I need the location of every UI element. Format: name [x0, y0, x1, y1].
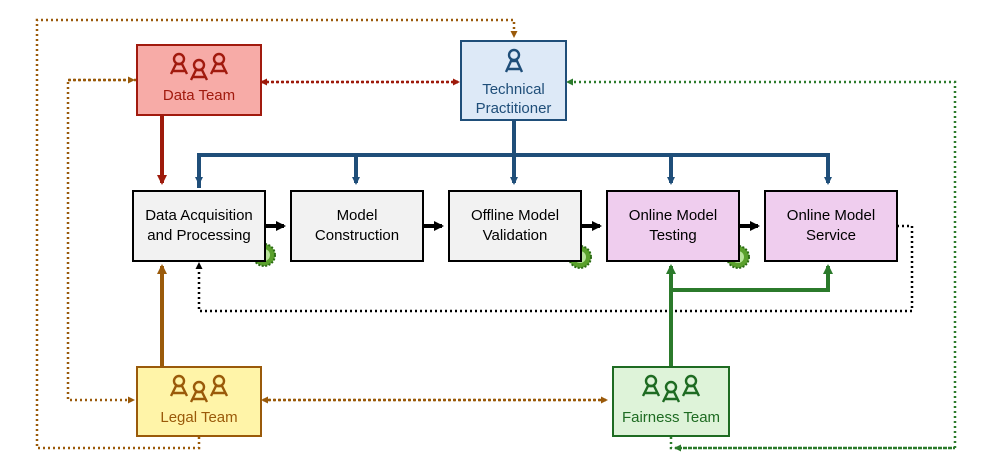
technical-practitioner-label: Technical Practitioner: [475, 81, 552, 117]
people-group-icon: [169, 52, 229, 81]
data-acquisition-box: Data Acquisition and Processing: [132, 190, 266, 262]
data-team-label: Data Team: [162, 87, 236, 104]
model-construction-box: Model Construction: [290, 190, 424, 262]
feedback-loop-arrow: [195, 224, 914, 313]
fairness-team-box: Fairness Team: [612, 366, 730, 437]
legal-team-label: Legal Team: [160, 409, 238, 426]
offline-validation-box: Offline Model Validation: [448, 190, 582, 262]
fairness-team-label: Fairness Team: [621, 409, 721, 426]
people-group-icon: [169, 374, 229, 403]
legal-team-box: Legal Team: [136, 366, 262, 437]
online-service-box: Online Model Service: [764, 190, 898, 262]
data-team-box: Data Team: [136, 44, 262, 116]
technical-practitioner-box: Technical Practitioner: [460, 40, 567, 121]
fairness-arrows: [666, 264, 833, 366]
collaboration-dotted-arrows: [35, 18, 957, 452]
person-icon: [504, 48, 523, 73]
tech-distribution-arrows: [197, 120, 832, 188]
people-group-icon: [641, 374, 701, 403]
online-testing-box: Online Model Testing: [606, 190, 740, 262]
